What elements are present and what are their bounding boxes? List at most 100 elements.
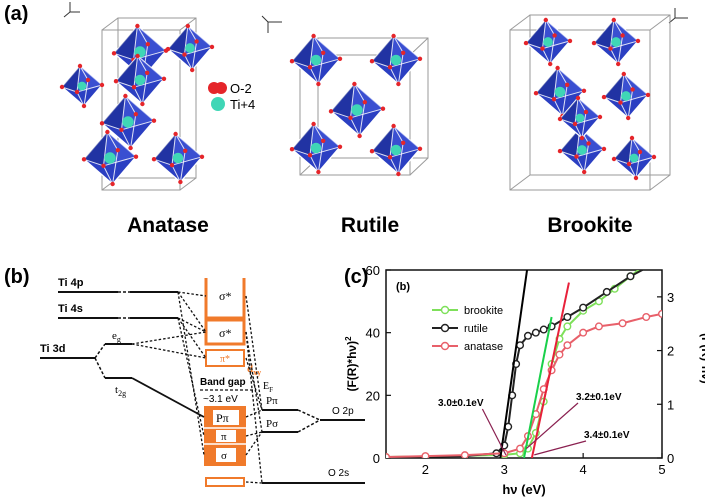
titanium-atom xyxy=(577,145,587,155)
x-tick-label: 5 xyxy=(658,462,665,477)
octahedron-anatase xyxy=(165,23,215,73)
octahedron-edge xyxy=(549,35,556,65)
y2-tick-label: 3 xyxy=(667,290,674,305)
octahedron-edge xyxy=(184,46,213,56)
oxygen-atom xyxy=(145,42,150,47)
o-2p-label: O 2p xyxy=(332,406,354,417)
series-point-rutile xyxy=(651,260,658,267)
titanium-atom xyxy=(390,144,402,156)
octahedron-brookite xyxy=(523,17,573,67)
octahedron-edge xyxy=(309,146,341,156)
titanium-legend-swatch xyxy=(211,97,225,111)
series-point-anatase xyxy=(642,313,651,322)
oxygen-atom xyxy=(387,65,393,70)
octahedron-anatase xyxy=(99,93,157,151)
series-point-anatase xyxy=(658,309,662,318)
octahedron-shade xyxy=(372,126,394,158)
pi-label-bg xyxy=(216,430,236,442)
octahedron-edge xyxy=(635,151,641,179)
octahedron-rutile xyxy=(289,33,343,87)
octahedron-edge xyxy=(133,86,143,105)
oxygen-atom xyxy=(328,109,334,114)
series-point-rutile xyxy=(531,328,540,337)
octahedron-edge xyxy=(393,125,404,144)
oxygen-atom xyxy=(555,65,560,71)
octahedron-edge xyxy=(628,156,655,165)
band-gap-annotation-0: 3.0±0.1eV xyxy=(438,398,484,409)
octahedron-shade xyxy=(594,20,614,49)
octahedron-edge xyxy=(83,79,89,107)
octahedron-edge xyxy=(121,95,126,130)
ti-dotted-links xyxy=(94,291,130,379)
octahedron-edge xyxy=(350,108,384,119)
x-tick-label: 4 xyxy=(580,462,587,477)
octahedron-brookite xyxy=(611,135,657,181)
oxygen-atom xyxy=(151,118,157,123)
oxygen-atom xyxy=(533,91,539,96)
oxygen-atom xyxy=(85,77,91,83)
oxygen-atom xyxy=(135,23,140,29)
octahedron-edge xyxy=(620,102,629,119)
series-point-anatase xyxy=(563,341,572,350)
series-point-rutile xyxy=(523,331,532,340)
oxygen-atom xyxy=(548,61,553,67)
oxygen-atom xyxy=(391,123,396,129)
eg-sub: g xyxy=(117,335,121,344)
y2-axis-label: (F(R)*hν)1/2 xyxy=(699,333,705,395)
octahedron-edge xyxy=(101,122,122,131)
titanium-atom xyxy=(390,54,402,66)
oxygen-atom xyxy=(618,100,623,105)
oxygen-atom xyxy=(380,106,386,111)
octahedron-edge xyxy=(617,35,624,65)
series-point-rutile xyxy=(626,272,635,281)
octahedron-shade xyxy=(560,98,578,124)
octahedron-shade xyxy=(114,26,138,60)
octahedron-edge xyxy=(330,110,351,119)
oxygen-atom xyxy=(557,148,563,154)
y-axis-label-sup: 2 xyxy=(344,336,353,341)
octahedron-shade xyxy=(168,26,188,55)
oxygen-atom xyxy=(543,17,548,23)
ef-main: E xyxy=(263,381,269,392)
axis-triad-rutile xyxy=(261,15,282,33)
oxygen-atom xyxy=(151,157,157,162)
oxygen-atom xyxy=(348,115,353,121)
octahedron-edge xyxy=(389,148,421,158)
annotation-leader-0 xyxy=(481,408,507,456)
eg-main: e xyxy=(112,330,117,342)
octahedron-anatase xyxy=(59,63,105,109)
o-p-sigma-label: Pσ xyxy=(266,418,278,430)
structure-name-brookite: Brookite xyxy=(547,214,632,237)
octahedron-edge xyxy=(574,97,579,125)
oxygen-atom xyxy=(185,23,190,29)
octahedron-edge xyxy=(542,19,547,49)
octahedron-edge xyxy=(171,164,181,183)
panel-c-label: (c) xyxy=(344,266,368,288)
series-point-anatase xyxy=(516,444,525,453)
octahedron-rutile xyxy=(369,33,423,87)
octahedron-edge xyxy=(124,95,137,115)
octahedron-rutile xyxy=(369,123,423,177)
oxygen-atom xyxy=(133,154,139,159)
mo-orange-boxes xyxy=(204,278,246,487)
octahedron-edge xyxy=(559,118,576,125)
octahedron-edge xyxy=(309,66,319,85)
octahedron-shade xyxy=(526,20,546,49)
oxygen-atom xyxy=(140,101,145,107)
oxygen-atom xyxy=(637,149,643,155)
octahedron-edge xyxy=(141,72,148,105)
legend-label-anatase: anatase xyxy=(464,341,503,353)
y-tick-label: 60 xyxy=(366,263,380,278)
oxygen-atom xyxy=(633,175,639,181)
titanium-atom xyxy=(172,152,184,164)
octahedron-edge xyxy=(133,55,139,88)
oxygen-atom xyxy=(99,121,105,126)
octahedron-edge xyxy=(631,137,641,153)
tangent-line-1 xyxy=(523,316,553,458)
series-point-rutile xyxy=(539,325,548,334)
pi-star-label: π* xyxy=(220,354,230,365)
x-tick-label: 3 xyxy=(501,462,508,477)
oxygen-atom xyxy=(289,147,295,152)
oxygen-atom xyxy=(362,100,367,105)
